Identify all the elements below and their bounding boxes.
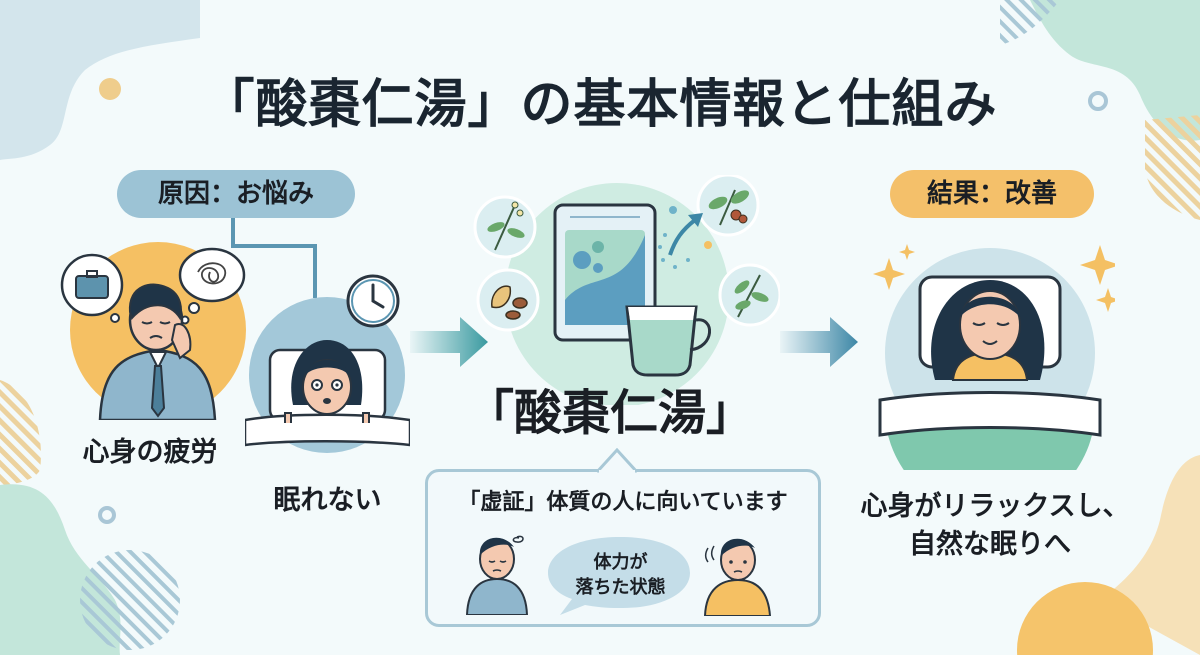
- result-text-line2: 自然な眠りへ: [909, 529, 1071, 560]
- result-badge: 結果：改善: [890, 170, 1094, 218]
- peaceful-sleeping-woman-icon: [873, 244, 1115, 470]
- speech-bubble: [548, 537, 690, 615]
- herb-leaf-icon: [718, 263, 780, 327]
- callout-heading: 「虚証」体質の人に向いています: [458, 490, 788, 515]
- arrow-right-icon: [410, 317, 488, 367]
- bubble-text-line1: 体力が: [593, 552, 648, 573]
- cause-badge: 原因：お悩み: [117, 170, 355, 218]
- tired-office-worker-icon: [60, 242, 246, 420]
- fatigued-person-icon: [465, 535, 529, 615]
- cause-label-fatigue: 心身の疲労: [82, 437, 218, 468]
- callout-pointer: [597, 448, 637, 473]
- clock-icon: [346, 274, 400, 328]
- page-title: 「酸棗仁湯」の基本情報と仕組み: [202, 75, 998, 135]
- herb-berry-icon: [696, 175, 760, 237]
- weak-person-icon: [703, 538, 772, 616]
- cause-label-sleepless: 眠れない: [273, 485, 382, 516]
- jujube-seed-icon: [476, 268, 540, 332]
- arrow-right-icon: [780, 317, 858, 367]
- tea-cup-icon: [625, 305, 712, 377]
- herb-flower-icon: [473, 195, 537, 259]
- bubble-text-line2: 落ちた状態: [575, 577, 666, 598]
- cause-connector: [231, 218, 317, 298]
- remedy-name: 「酸棗仁湯」: [465, 385, 754, 441]
- result-text-line1: 心身がリラックスし、: [860, 491, 1130, 522]
- remedy-illustration: [473, 175, 780, 405]
- sleepless-woman-icon: [245, 297, 410, 453]
